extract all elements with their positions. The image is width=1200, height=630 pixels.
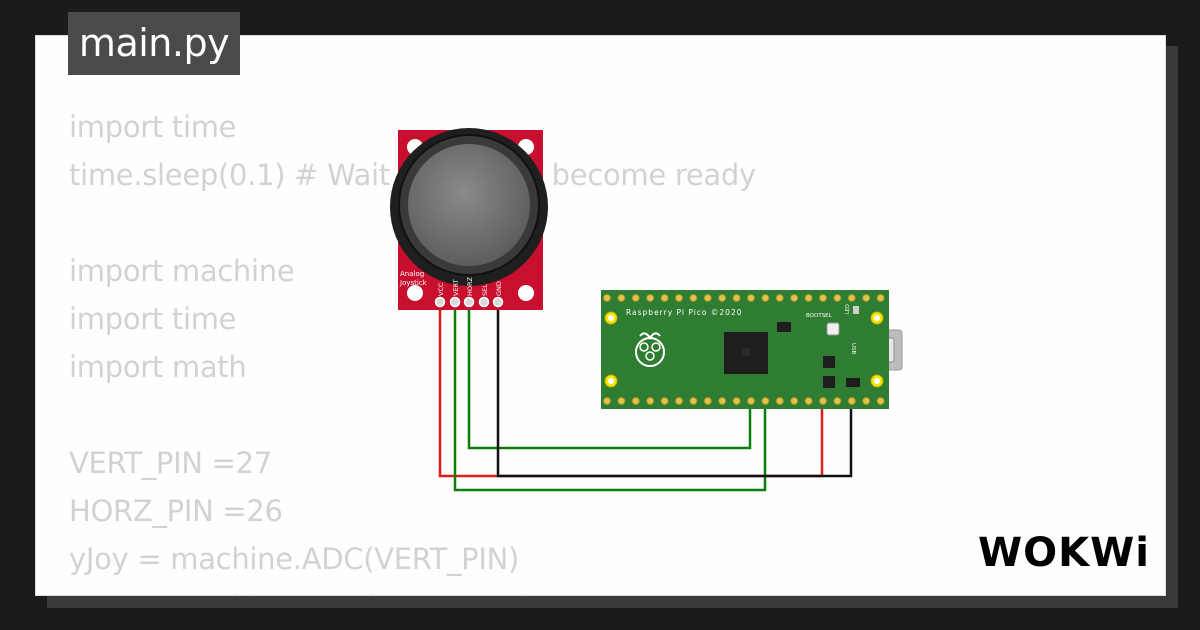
joystick-pin-vcc[interactable]: VCC bbox=[434, 282, 446, 308]
header-pin[interactable] bbox=[646, 397, 655, 405]
joystick-label-line1: Analog bbox=[400, 270, 424, 278]
header-pin[interactable] bbox=[790, 397, 799, 405]
mount-hole bbox=[407, 285, 423, 301]
file-name-tab[interactable]: main.py bbox=[68, 12, 240, 75]
header-pin[interactable] bbox=[833, 397, 842, 405]
header-pin[interactable] bbox=[646, 294, 655, 302]
header-pin[interactable] bbox=[660, 294, 669, 302]
header-pin[interactable] bbox=[603, 397, 611, 405]
code-line: import time bbox=[69, 302, 237, 336]
code-line: VERT_PIN =27 bbox=[69, 446, 272, 480]
header-pin[interactable] bbox=[819, 294, 827, 302]
joystick-knob[interactable] bbox=[408, 144, 530, 266]
code-line: HORZ_PIN =26 bbox=[69, 494, 283, 528]
header-pin[interactable] bbox=[660, 397, 669, 405]
header-pin[interactable] bbox=[732, 397, 741, 405]
header-pin[interactable] bbox=[747, 397, 755, 405]
pico-header-top bbox=[603, 294, 885, 302]
wire-vert[interactable] bbox=[453, 300, 767, 492]
pin-label: VCC bbox=[437, 282, 445, 296]
header-pin[interactable] bbox=[876, 294, 885, 302]
header-pin[interactable] bbox=[675, 397, 683, 405]
header-pin[interactable] bbox=[833, 294, 842, 302]
header-pin[interactable] bbox=[847, 294, 856, 302]
header-pin[interactable] bbox=[747, 294, 755, 302]
wire-horz[interactable] bbox=[467, 300, 752, 450]
code-line: yJoy = machine.ADC(VERT_PIN) bbox=[69, 542, 519, 576]
header-pin[interactable] bbox=[862, 294, 871, 302]
pico-header-bottom bbox=[603, 397, 885, 405]
joystick-label-line2: Joystick bbox=[399, 279, 428, 287]
mount-hole bbox=[518, 285, 534, 301]
header-pin[interactable] bbox=[718, 294, 727, 302]
analog-joystick[interactable]: Analog Joystick VCC VERT HORZ SEL GND bbox=[390, 128, 548, 310]
wire-gnd[interactable] bbox=[496, 300, 853, 478]
header-pin[interactable] bbox=[689, 397, 698, 405]
header-pin[interactable] bbox=[876, 397, 885, 405]
code-line: import machine bbox=[69, 254, 295, 288]
header-pin[interactable] bbox=[775, 397, 784, 405]
joystick-pin-horz[interactable]: HORZ bbox=[463, 276, 475, 308]
header-pin[interactable] bbox=[732, 294, 741, 302]
raspberry-logo-icon bbox=[635, 332, 665, 367]
header-pin[interactable] bbox=[675, 294, 683, 302]
pin-label: VERT bbox=[452, 279, 460, 296]
joystick-pin-sel[interactable]: SEL bbox=[478, 284, 490, 308]
header-pin[interactable] bbox=[804, 294, 813, 302]
header-pin[interactable] bbox=[775, 294, 784, 302]
header-pin[interactable] bbox=[689, 294, 698, 302]
bootsel-label: BOOTSEL bbox=[806, 313, 833, 319]
bootsel-button[interactable] bbox=[826, 322, 840, 336]
usb-label: USB bbox=[850, 343, 856, 355]
header-pin[interactable] bbox=[862, 397, 871, 405]
pico-title: Raspberry Pi Pico ©2020 bbox=[626, 308, 743, 317]
header-pin[interactable] bbox=[790, 294, 799, 302]
code-line: import time bbox=[69, 110, 237, 144]
joystick-pin-vert[interactable]: VERT bbox=[449, 279, 461, 308]
header-pin[interactable] bbox=[847, 397, 856, 405]
header-pin[interactable] bbox=[819, 397, 827, 405]
joystick-pin-gnd[interactable]: GND bbox=[492, 281, 504, 308]
pin-label: SEL bbox=[481, 284, 489, 296]
header-pin[interactable] bbox=[617, 397, 626, 405]
header-pin[interactable] bbox=[631, 294, 640, 302]
wokwi-logo-text: WOKWi bbox=[978, 530, 1148, 576]
header-pin[interactable] bbox=[718, 397, 727, 405]
header-pin[interactable] bbox=[804, 397, 813, 405]
code-line: xJoy = machine.ADC(HORZ_PIN) bbox=[69, 583, 756, 595]
header-pin[interactable] bbox=[761, 294, 770, 302]
header-pin[interactable] bbox=[631, 397, 640, 405]
wokwi-logo[interactable]: WOKWi bbox=[976, 526, 1148, 576]
pin-label: HORZ bbox=[466, 276, 474, 296]
header-pin[interactable] bbox=[703, 397, 712, 405]
pin-label: GND bbox=[495, 281, 503, 296]
code-line: import math bbox=[69, 350, 247, 384]
header-pin[interactable] bbox=[603, 294, 611, 302]
header-pin[interactable] bbox=[617, 294, 626, 302]
led-label: LED bbox=[845, 304, 851, 314]
header-pin[interactable] bbox=[761, 397, 770, 405]
header-pin[interactable] bbox=[703, 294, 712, 302]
raspberry-pi-pico[interactable]: Raspberry Pi Pico ©2020 BOOTSEL USB LED bbox=[601, 290, 903, 409]
